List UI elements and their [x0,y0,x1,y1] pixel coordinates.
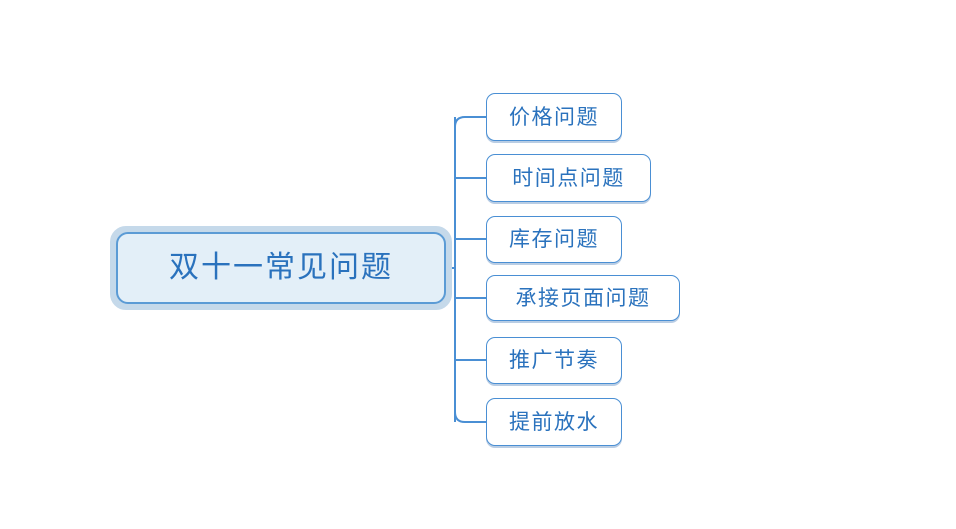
child-node-label: 库存问题 [509,227,599,251]
branch-line-6 [454,411,486,423]
root-node-label: 双十一常见问题 [169,250,393,285]
child-node-label: 推广节奏 [509,348,599,372]
child-node[interactable]: 价格问题 [486,93,622,141]
root-node[interactable]: 双十一常见问题 [110,226,452,310]
child-node-label: 承接页面问题 [515,285,651,310]
child-node-label: 提前放水 [509,409,599,434]
child-node[interactable]: 时间点问题 [486,154,651,202]
child-node[interactable]: 提前放水 [486,398,622,446]
root-node-inner: 双十一常见问题 [116,232,446,304]
child-node-label: 价格问题 [509,104,599,129]
child-node[interactable]: 推广节奏 [486,337,622,384]
child-node-label: 时间点问题 [512,165,625,190]
child-node[interactable]: 承接页面问题 [486,275,680,321]
child-node[interactable]: 库存问题 [486,216,622,263]
branch-line-1 [454,116,486,128]
